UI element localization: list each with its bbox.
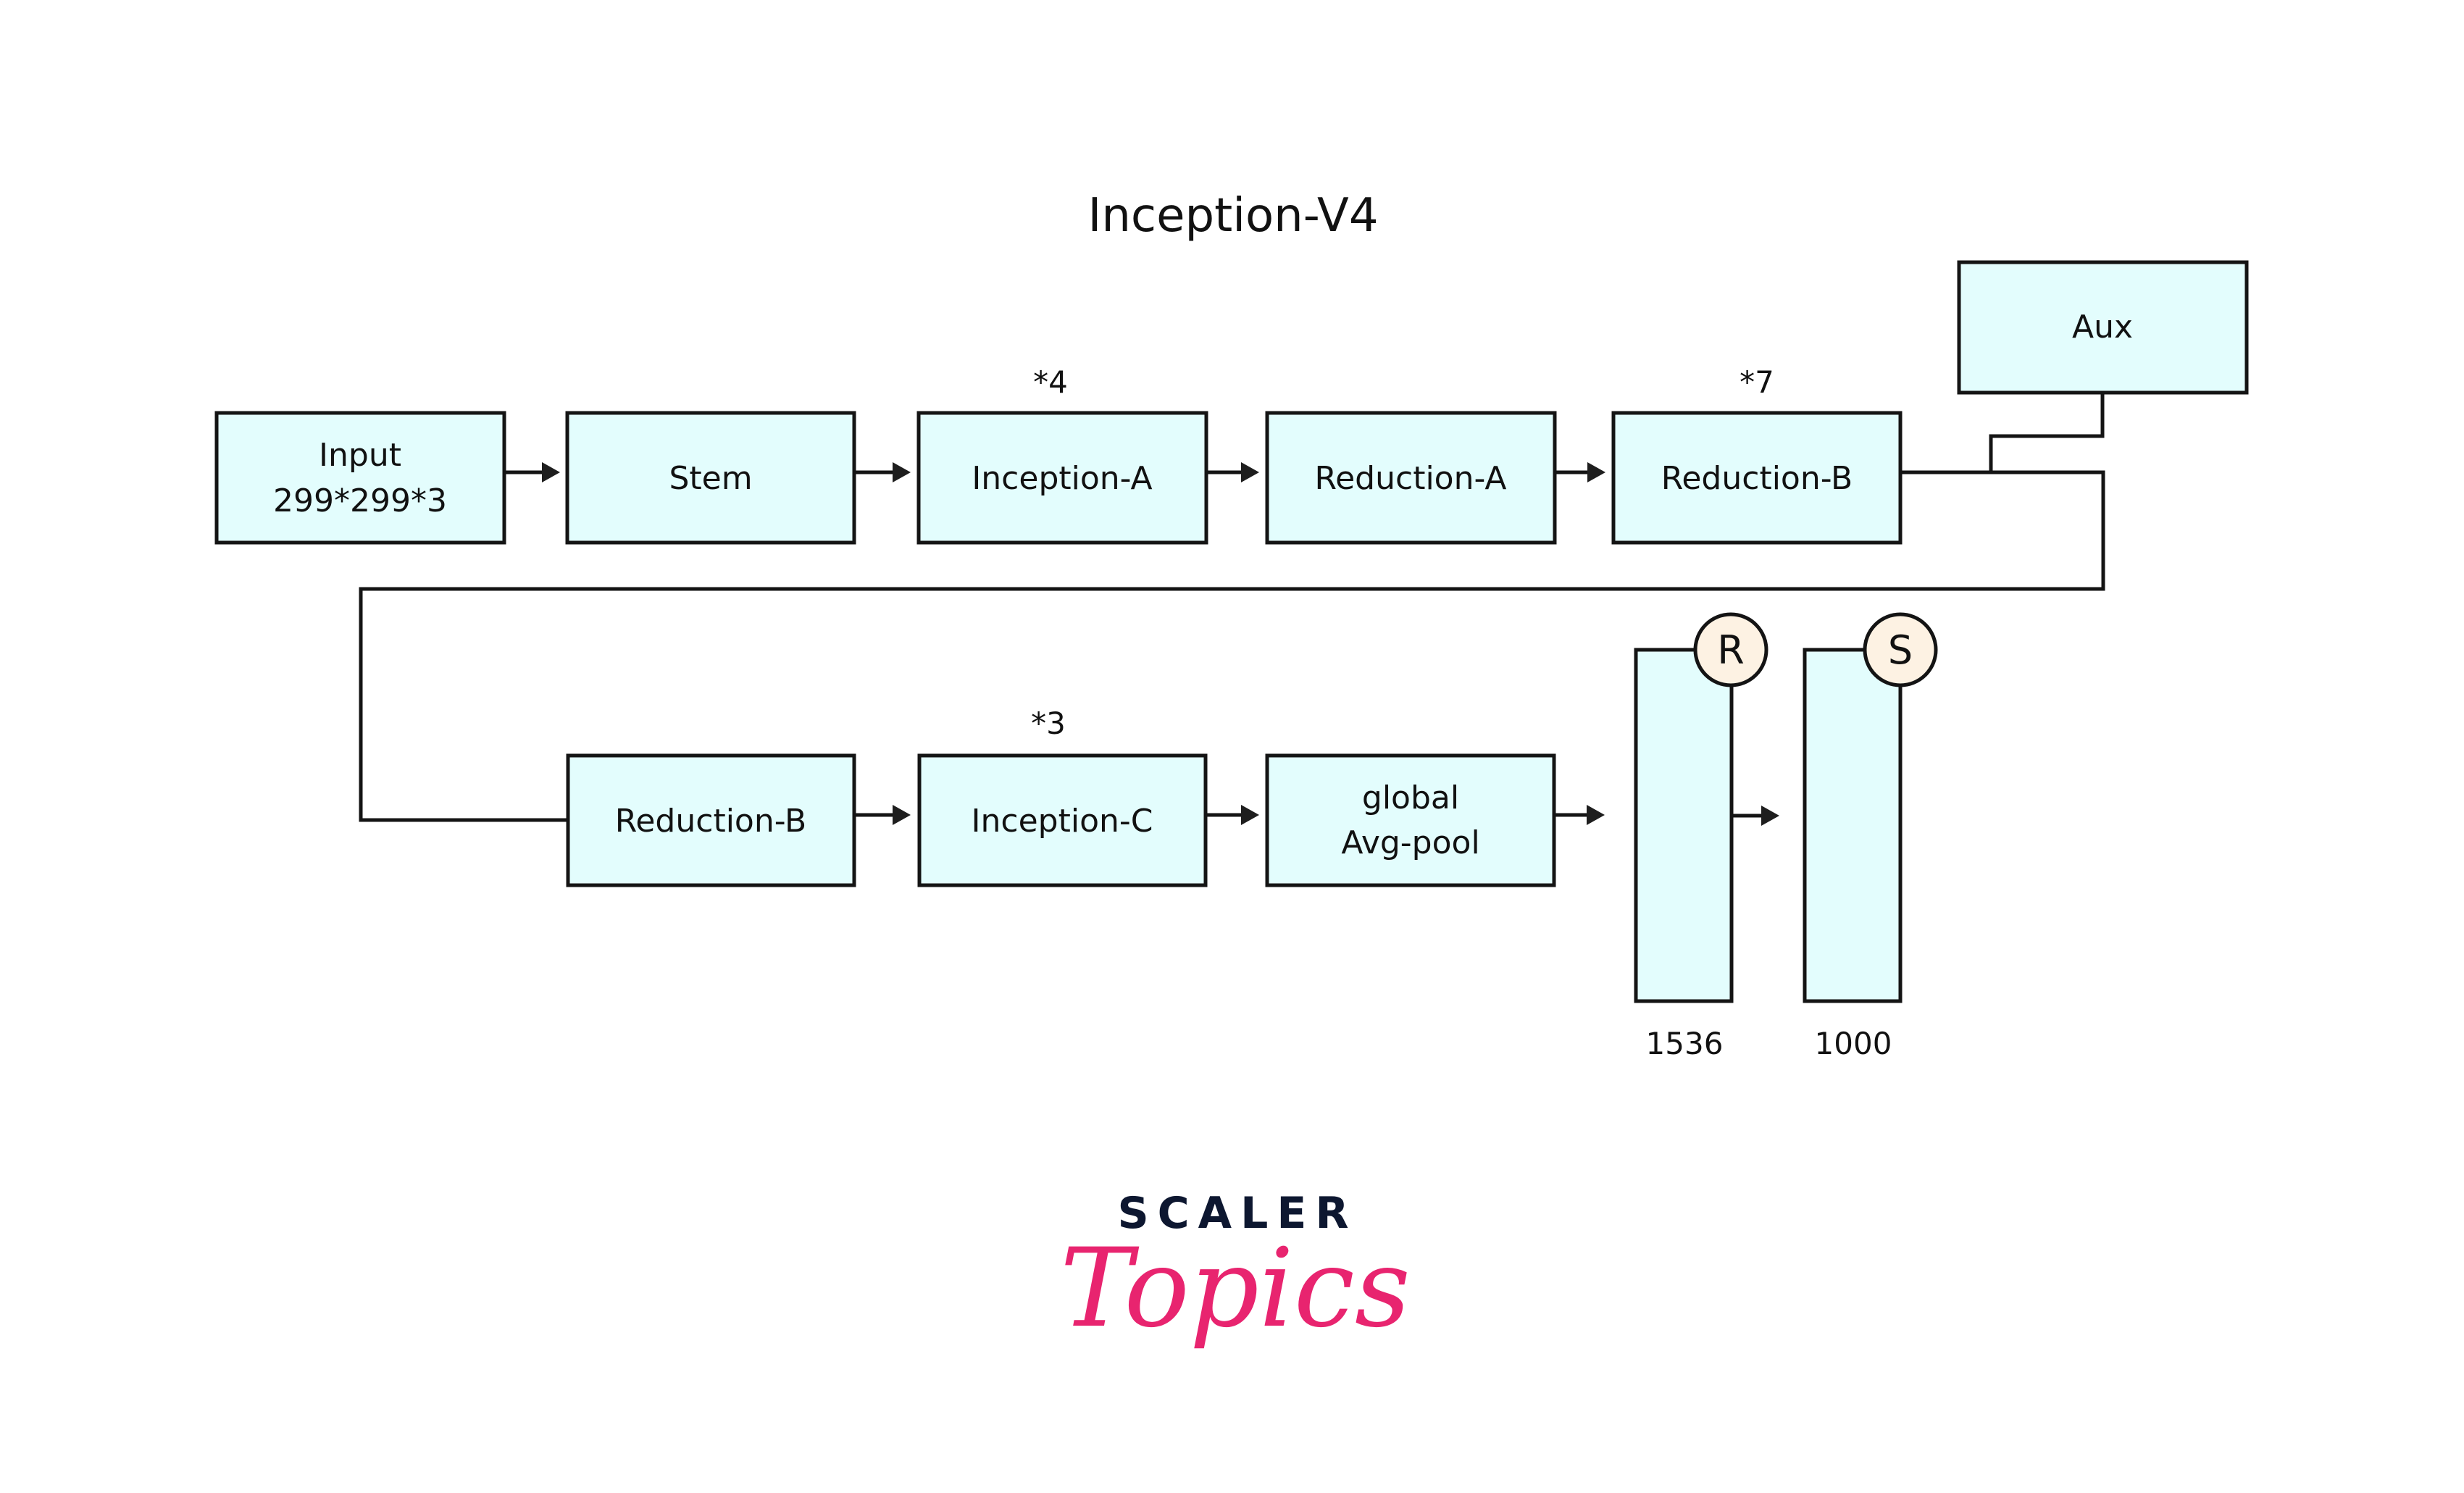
fc-1536-bar [1634, 648, 1734, 1003]
block-input: Input 299*299*3 [214, 411, 506, 545]
block-reduction-b-top: Reduction-B [1611, 411, 1903, 545]
arrowhead-icon [1587, 462, 1605, 482]
input-label: Input [319, 437, 401, 474]
aux-label: Aux [2072, 309, 2133, 346]
inception-c-box [917, 753, 1208, 887]
connector-wrap-to-row2 [359, 470, 2105, 822]
arrow-avg-pool-to-fc-1536 [1554, 805, 1605, 825]
avg-pool-box [1265, 753, 1556, 887]
reduction-b-bottom-label: Reduction-B [615, 803, 806, 840]
arrow-inception-c-to-avg-pool [1206, 805, 1259, 825]
arrowhead-icon [893, 805, 911, 825]
reduction-a-label: Reduction-A [1315, 460, 1507, 497]
softmax-badge [1863, 612, 1938, 687]
logo-sub-text: Topics [1060, 1226, 1411, 1352]
arrowhead-icon [1241, 805, 1259, 825]
stem-box [565, 411, 856, 545]
block-stem: Stem [565, 411, 856, 545]
logo-brand-text: SCALER [1117, 1188, 1357, 1239]
connector-to-aux [1989, 393, 2105, 472]
fc-1000-bar [1803, 648, 1903, 1003]
avg-pool-label-line2: Avg-pool [1341, 824, 1479, 861]
reduction-b-bottom-box [566, 753, 856, 887]
reduction-a-box [1265, 411, 1557, 545]
arrowhead-icon [1587, 805, 1605, 825]
arrow-inception-a-to-reduction-a [1206, 462, 1259, 482]
inception-a-repeat-label: *4 [1033, 364, 1068, 400]
block-inception-a: Inception-A [916, 411, 1208, 545]
fc-1000-size-label: 1000 [1815, 1026, 1892, 1061]
block-inception-c: Inception-C [917, 753, 1208, 887]
reduction-b-top-box [1611, 411, 1903, 545]
scaler-topics-logo: SCALER Topics [1060, 1188, 1411, 1352]
arrow-stem-to-inception-a [854, 462, 911, 482]
input-shape-label: 299*299*3 [273, 482, 447, 519]
softmax-badge-label: S [1888, 627, 1913, 673]
arrowhead-icon [1241, 462, 1259, 482]
arrow-input-to-stem [504, 462, 560, 482]
block-fc-1000: S 1000 [1803, 612, 1938, 1061]
block-global-avg-pool: global Avg-pool [1265, 753, 1556, 887]
inception-c-repeat-label: *3 [1031, 706, 1066, 741]
relu-badge [1693, 612, 1768, 687]
inception-a-box [916, 411, 1208, 545]
relu-badge-label: R [1717, 627, 1745, 673]
stem-label: Stem [669, 460, 752, 497]
input-box [214, 411, 506, 545]
arrowhead-icon [893, 462, 911, 482]
block-fc-1536: R 1536 [1634, 612, 1768, 1061]
reduction-b-repeat-label: *7 [1740, 364, 1774, 400]
inception-c-label: Inception-C [972, 803, 1153, 840]
arrowhead-icon [542, 462, 560, 482]
avg-pool-label-line1: global [1362, 779, 1459, 816]
diagram-title: Inception-V4 [1087, 189, 1378, 243]
fc-1536-size-label: 1536 [1646, 1026, 1724, 1061]
reduction-b-top-label: Reduction-B [1661, 460, 1853, 497]
inception-a-label: Inception-A [972, 460, 1152, 497]
arrow-fc-1536-to-fc-1000 [1732, 806, 1779, 826]
arrowhead-icon [1761, 806, 1779, 826]
arrow-reduction-a-to-reduction-b [1555, 462, 1605, 482]
arrow-reduction-b-to-inception-c [854, 805, 911, 825]
block-reduction-a: Reduction-A [1265, 411, 1557, 545]
block-reduction-b-bottom: Reduction-B [566, 753, 856, 887]
block-aux: Aux [1957, 260, 2249, 395]
